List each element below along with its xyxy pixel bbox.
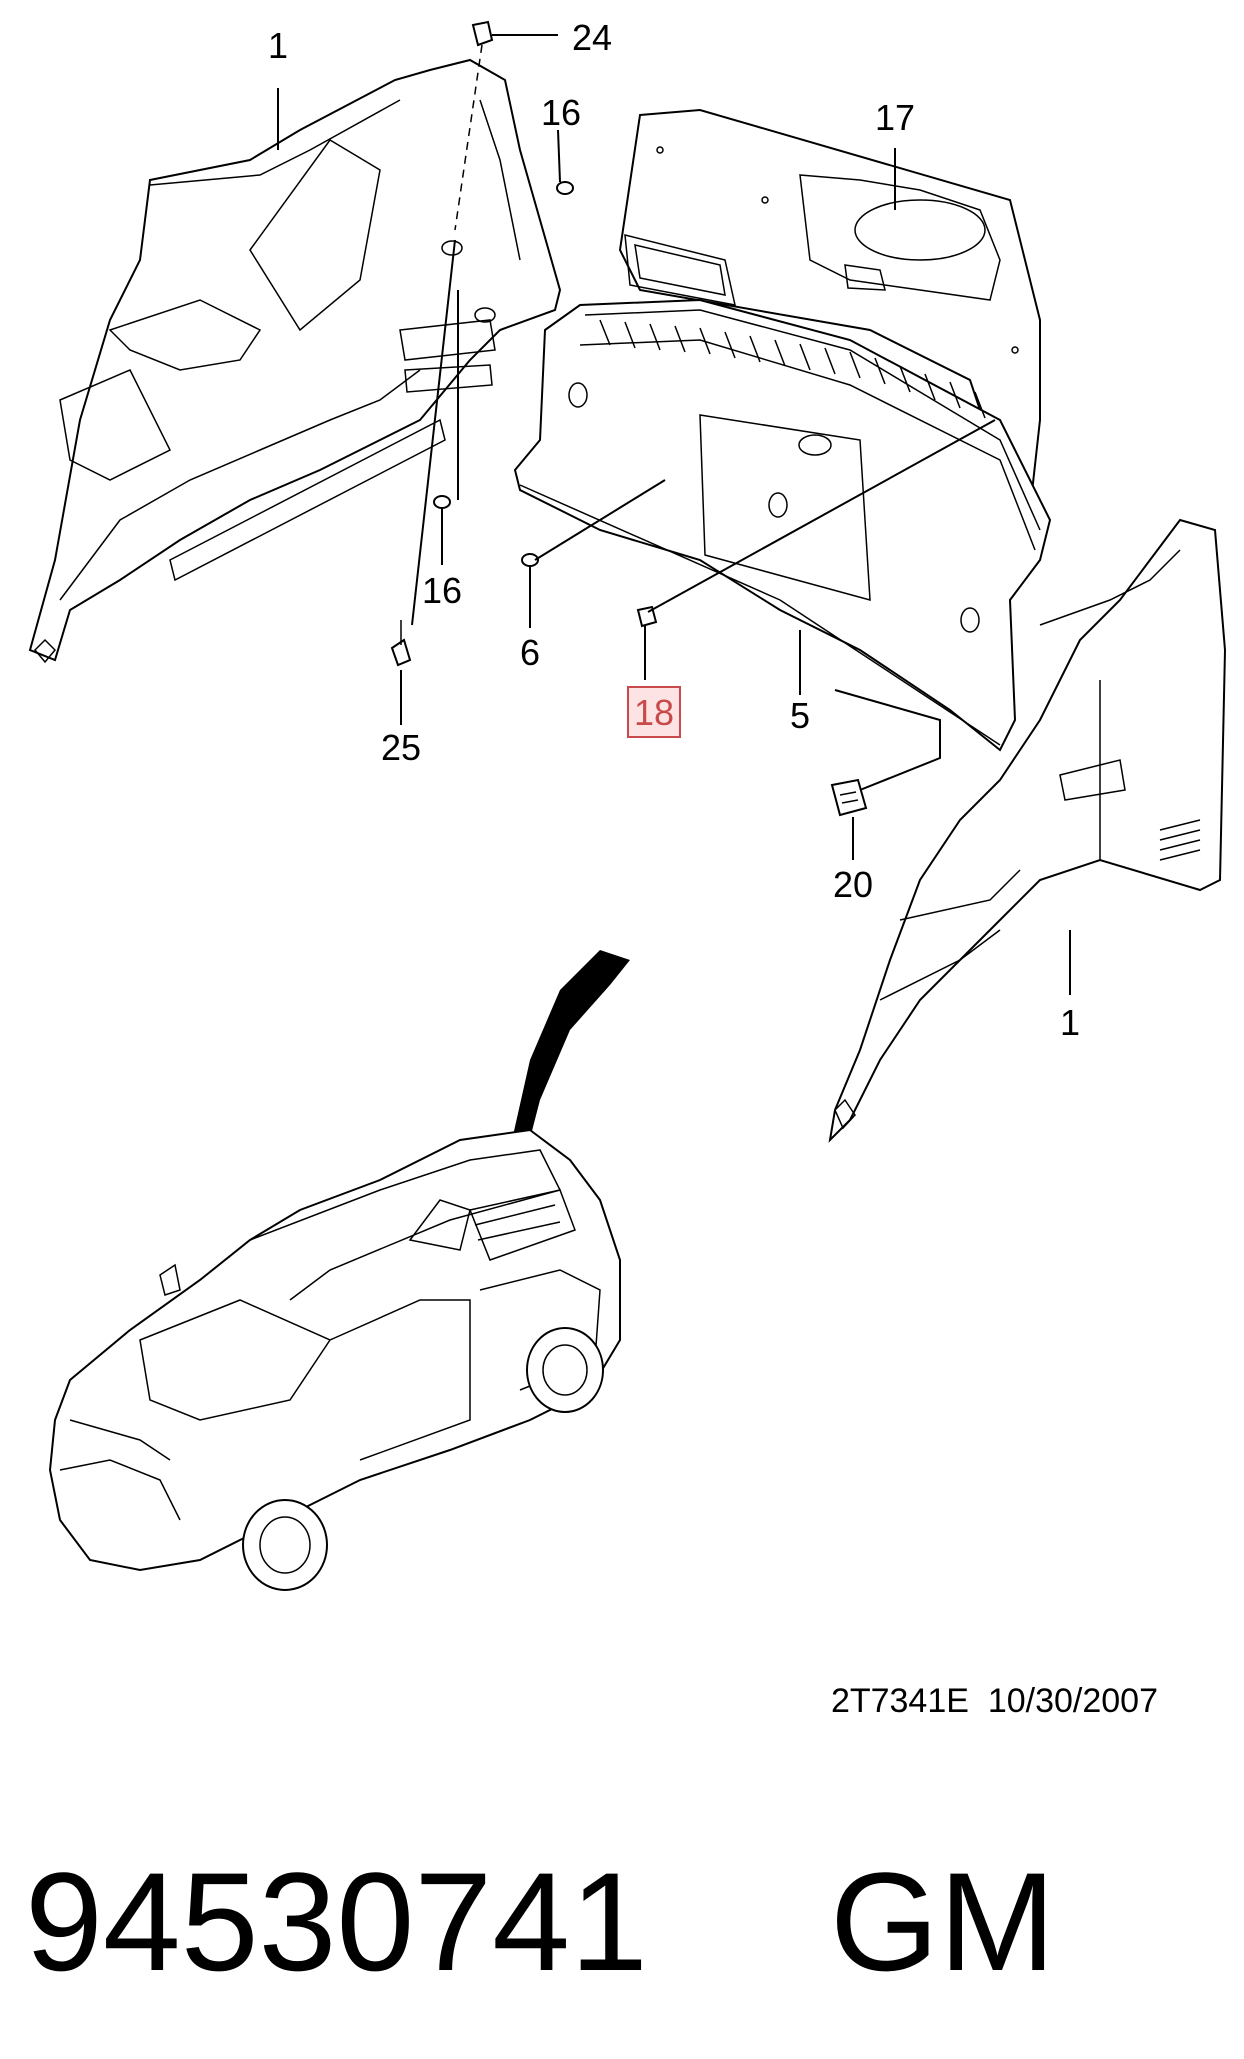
label-part-6: 6 <box>520 632 540 673</box>
label-part-1-right: 1 <box>1060 1002 1080 1043</box>
label-part-18: 18 <box>634 692 674 733</box>
rear-sill-panel <box>513 298 1052 752</box>
left-side-trim-panel <box>28 58 562 664</box>
label-part-24: 24 <box>572 17 612 58</box>
part-labels: 1 24 16 17 16 6 18 5 25 20 1 <box>268 17 1080 1043</box>
label-part-20: 20 <box>833 864 873 905</box>
fastener-16-top <box>556 181 574 195</box>
highlight-box-part-18 <box>627 686 681 738</box>
right-side-trim-panel <box>828 518 1227 1143</box>
fastener-16-mid <box>433 495 451 509</box>
fastener-25 <box>390 620 412 667</box>
leader-lines <box>277 34 1071 995</box>
label-part-16-top: 16 <box>541 92 581 133</box>
label-part-25: 25 <box>381 727 421 768</box>
vehicle-illustration <box>48 950 630 1591</box>
sill-ribs <box>599 319 986 419</box>
fastener-24 <box>471 20 494 47</box>
label-part-16-mid: 16 <box>422 570 462 611</box>
label-part-17: 17 <box>875 97 915 138</box>
brand-name: GM <box>830 1843 1056 2000</box>
fastener-18 <box>636 605 658 628</box>
fastener-20 <box>830 778 868 817</box>
label-part-5: 5 <box>790 695 810 736</box>
label-part-1-left: 1 <box>268 25 288 66</box>
part-number: 94530741 <box>25 1843 648 2000</box>
drawing-code: 2T7341E 10/30/2007 <box>831 1682 1158 1720</box>
